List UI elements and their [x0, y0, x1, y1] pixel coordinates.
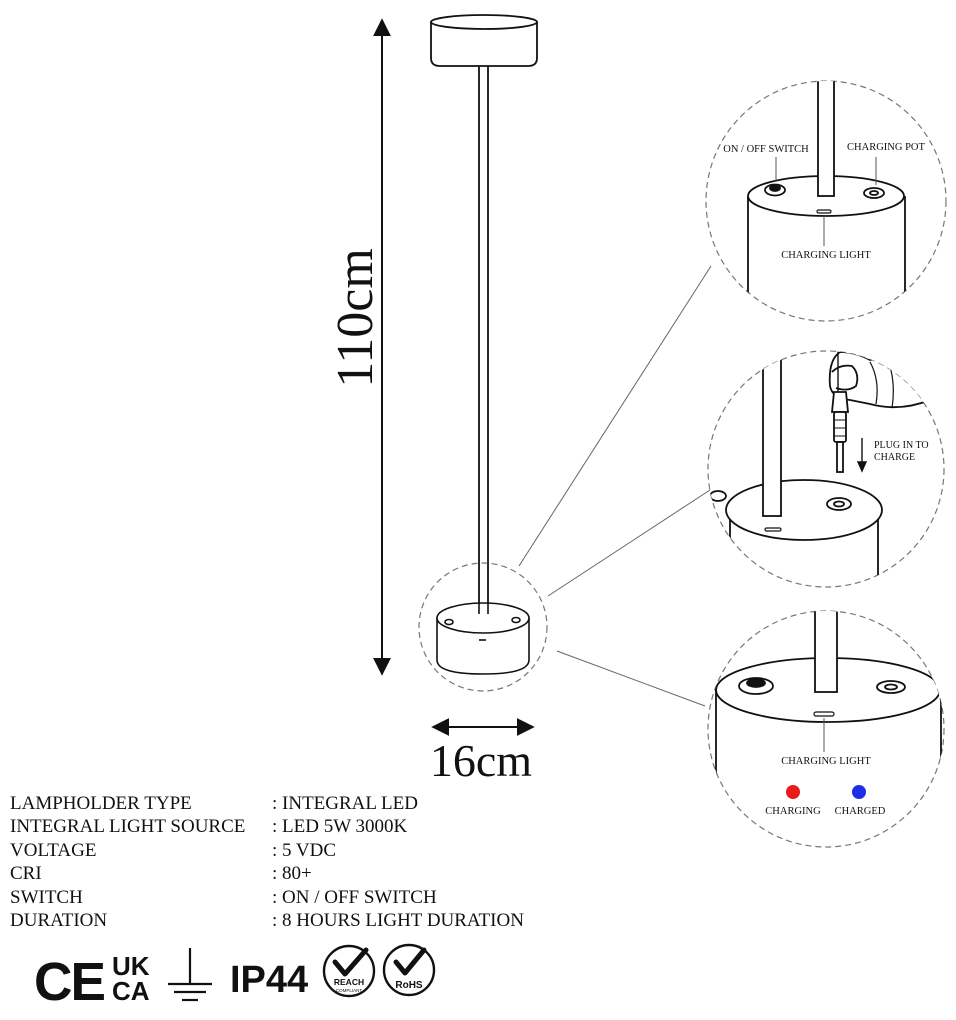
spec-value: : 80+: [272, 863, 312, 885]
charging-light-icon: [816, 209, 832, 214]
svg-text:REACH: REACH: [334, 977, 364, 987]
lamp-pole: [478, 66, 489, 604]
switch-label: ON / OFF SWITCH: [723, 144, 809, 155]
rohs-mark: RoHS: [382, 943, 436, 997]
ground-symbol-icon: [168, 948, 212, 1002]
ip-rating-mark: IP44: [230, 959, 308, 1001]
plug-arrow-icon: [856, 438, 868, 473]
spec-label: INTEGRAL LIGHT SOURCE: [10, 816, 246, 838]
charged-indicator-icon: [852, 785, 866, 799]
charging-state-label: CHARGING: [765, 806, 821, 817]
reach-check-icon: [332, 947, 369, 977]
charging-light-label-2: CHARGING LIGHT: [781, 756, 871, 767]
spec-label: DURATION: [10, 909, 108, 931]
height-dimension-label: 110cm: [327, 248, 384, 388]
spec-value: : 8 HOURS LIGHT DURATION: [272, 909, 524, 931]
charging-light-label: CHARGING LIGHT: [781, 250, 871, 261]
lamp-base: [436, 602, 530, 675]
plug-label-line1: PLUG IN TO: [874, 440, 929, 451]
spec-value: : ON / OFF SWITCH: [272, 886, 437, 908]
svg-text:RoHS: RoHS: [395, 980, 423, 991]
certification-marks: CE UK CA IP44 REACH COMPLIANT RoHS: [34, 943, 436, 1012]
spec-label: LAMPHOLDER TYPE: [10, 793, 192, 814]
ukca-mark-line2: CA: [112, 976, 150, 1006]
charging-indicator-icon: [786, 785, 800, 799]
charged-state-label: CHARGED: [835, 806, 886, 817]
width-dimension-label: 16cm: [430, 735, 532, 786]
svg-text:COMPLIANT: COMPLIANT: [336, 988, 363, 993]
reach-mark: REACH COMPLIANT: [322, 944, 376, 998]
ce-mark: CE: [34, 952, 104, 1012]
ukca-mark-line1: UK: [112, 951, 150, 981]
leader-lines: [518, 265, 712, 707]
spec-label: CRI: [10, 863, 42, 885]
base-detail-circle: [418, 562, 548, 692]
spec-value: : INTEGRAL LED: [272, 793, 418, 814]
spec-label: SWITCH: [10, 886, 83, 908]
lamp-head: [430, 14, 538, 67]
plug-label-line2: CHARGE: [874, 452, 915, 463]
spec-value: : LED 5W 3000K: [272, 816, 408, 838]
rohs-check-icon: [393, 947, 427, 976]
charging-port-label: CHARGING POT: [847, 142, 925, 153]
spec-label: VOLTAGE: [10, 839, 97, 861]
spec-value: : 5 VDC: [272, 839, 337, 861]
